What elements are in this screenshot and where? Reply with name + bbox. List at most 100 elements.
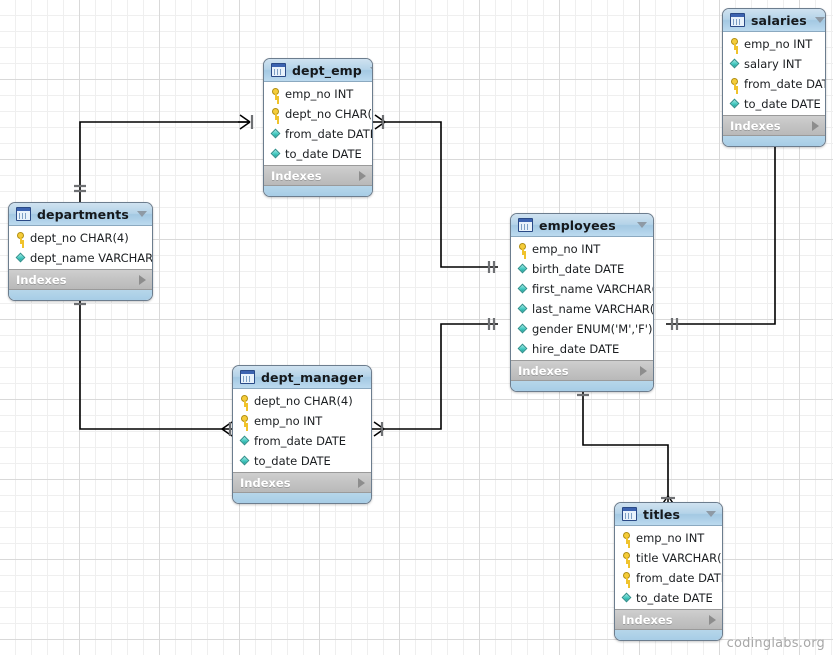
indexes-bar[interactable]: Indexes	[233, 472, 371, 493]
field-list-departments: dept_no CHAR(4) dept_name VARCHAR(40)	[9, 226, 152, 269]
chevron-down-icon[interactable]	[706, 511, 716, 517]
field-label: to_date DATE	[636, 591, 713, 605]
table-title: dept_manager	[261, 369, 364, 385]
chevron-down-icon[interactable]	[814, 17, 825, 23]
table-header-employees[interactable]: employees	[511, 214, 653, 237]
table-dept_emp[interactable]: dept_emp emp_no INT dept_no CHAR(4) from…	[263, 58, 373, 197]
indexes-label: Indexes	[271, 168, 322, 183]
table-dept_manager[interactable]: dept_manager dept_no CHAR(4) emp_no INT …	[232, 365, 372, 504]
diamond-icon	[518, 304, 528, 314]
field-list-dept_manager: dept_no CHAR(4) emp_no INT from_date DAT…	[233, 389, 371, 472]
field-row[interactable]: birth_date DATE	[511, 259, 653, 279]
field-label: last_name VARCHAR(16)	[532, 302, 654, 316]
chevron-right-icon[interactable]	[812, 120, 819, 131]
field-row[interactable]: first_name VARCHAR(14)	[511, 279, 653, 299]
chevron-down-icon[interactable]	[136, 211, 147, 217]
rel-employees-titles	[582, 384, 669, 496]
field-row[interactable]: salary INT	[723, 54, 825, 74]
field-row[interactable]: from_date DATE	[615, 568, 722, 588]
card-one-employees-left-2	[487, 318, 496, 330]
diamond-icon	[518, 324, 528, 334]
field-row[interactable]: from_date DATE	[264, 124, 372, 144]
field-row[interactable]: from_date DATE	[723, 74, 825, 94]
field-label: from_date DATE	[636, 571, 723, 585]
chevron-down-icon[interactable]	[369, 67, 372, 73]
watermark: codinglabs.org	[726, 636, 825, 651]
field-label: emp_no INT	[744, 37, 813, 51]
key-icon	[622, 532, 632, 544]
field-row[interactable]: to_date DATE	[615, 588, 722, 608]
indexes-label: Indexes	[240, 475, 291, 490]
field-row[interactable]: emp_no INT	[264, 84, 372, 104]
indexes-bar[interactable]: Indexes	[9, 269, 152, 290]
table-titles[interactable]: titles emp_no INT title VARCHAR(50) from…	[614, 502, 723, 641]
field-row[interactable]: dept_no CHAR(4)	[264, 104, 372, 124]
chevron-right-icon[interactable]	[358, 477, 365, 488]
chevron-right-icon[interactable]	[359, 170, 366, 181]
table-footer	[264, 186, 372, 196]
key-icon	[622, 572, 632, 584]
table-title: dept_emp	[292, 62, 362, 78]
field-row[interactable]: to_date DATE	[233, 451, 371, 471]
field-row[interactable]: gender ENUM('M','F')	[511, 319, 653, 339]
table-title: employees	[539, 217, 616, 233]
field-row[interactable]: title VARCHAR(50)	[615, 548, 722, 568]
field-row[interactable]: emp_no INT	[615, 528, 722, 548]
key-icon	[240, 415, 250, 427]
diamond-icon	[271, 149, 281, 159]
field-row[interactable]: dept_no CHAR(4)	[233, 391, 371, 411]
field-label: salary INT	[744, 57, 802, 71]
diamond-icon	[730, 59, 740, 69]
table-icon	[240, 370, 255, 384]
indexes-bar[interactable]: Indexes	[264, 165, 372, 186]
diamond-icon	[240, 436, 250, 446]
field-row[interactable]: dept_no CHAR(4)	[9, 228, 152, 248]
field-row[interactable]: from_date DATE	[233, 431, 371, 451]
indexes-bar[interactable]: Indexes	[615, 609, 722, 630]
field-label: emp_no INT	[636, 531, 705, 545]
field-row[interactable]: to_date DATE	[264, 144, 372, 164]
field-label: emp_no INT	[254, 414, 323, 428]
chevron-down-icon[interactable]	[637, 222, 647, 228]
chevron-right-icon[interactable]	[139, 274, 146, 285]
field-row[interactable]: emp_no INT	[723, 34, 825, 54]
field-label: to_date DATE	[285, 147, 362, 161]
table-departments[interactable]: departments dept_no CHAR(4) dept_name VA…	[8, 202, 153, 301]
diamond-icon	[271, 129, 281, 139]
table-header-dept_emp[interactable]: dept_emp	[264, 59, 372, 82]
field-label: from_date DATE	[744, 77, 825, 91]
key-icon	[271, 88, 281, 100]
field-row[interactable]: emp_no INT	[511, 239, 653, 259]
indexes-label: Indexes	[622, 612, 673, 627]
field-label: from_date DATE	[254, 434, 347, 448]
field-label: emp_no INT	[285, 87, 354, 101]
table-header-dept_manager[interactable]: dept_manager	[233, 366, 371, 389]
table-salaries[interactable]: salaries emp_no INT salary INT from_date…	[722, 8, 826, 147]
field-row[interactable]: dept_name VARCHAR(40)	[9, 248, 152, 268]
key-icon	[271, 108, 281, 120]
table-employees[interactable]: employees emp_no INT birth_date DATE fir…	[510, 213, 654, 392]
card-one-departments-top	[74, 184, 86, 193]
table-header-titles[interactable]: titles	[615, 503, 722, 526]
table-footer	[511, 381, 653, 391]
rel-departments-dept_emp	[79, 121, 250, 202]
table-header-salaries[interactable]: salaries	[723, 9, 825, 32]
field-row[interactable]: hire_date DATE	[511, 339, 653, 359]
field-row[interactable]: last_name VARCHAR(16)	[511, 299, 653, 319]
table-icon	[271, 63, 286, 77]
field-label: emp_no INT	[532, 242, 601, 256]
key-icon	[518, 243, 528, 255]
field-label: from_date DATE	[285, 127, 373, 141]
field-row[interactable]: to_date DATE	[723, 94, 825, 114]
field-label: to_date DATE	[254, 454, 331, 468]
indexes-bar[interactable]: Indexes	[511, 360, 653, 381]
diamond-icon	[518, 344, 528, 354]
chevron-down-icon[interactable]	[371, 374, 372, 380]
chevron-right-icon[interactable]	[640, 365, 647, 376]
field-row[interactable]: emp_no INT	[233, 411, 371, 431]
table-title: titles	[643, 506, 681, 522]
table-header-departments[interactable]: departments	[9, 203, 152, 226]
indexes-bar[interactable]: Indexes	[723, 115, 825, 136]
chevron-right-icon[interactable]	[709, 614, 716, 625]
